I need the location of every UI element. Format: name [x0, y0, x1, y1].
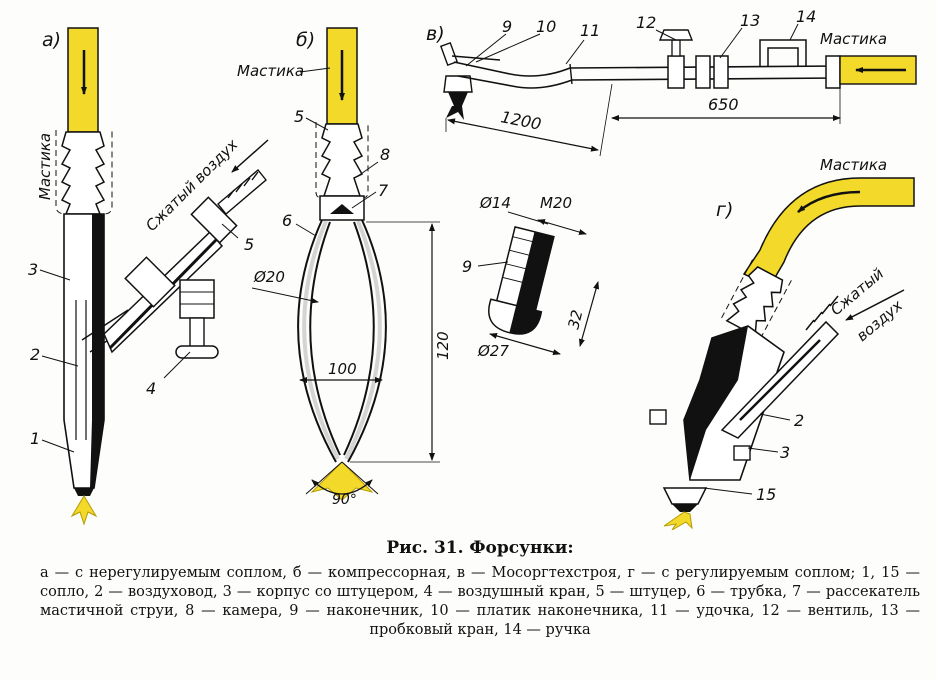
- part-6-b: 6: [282, 211, 292, 230]
- mastic-inlet-g: [742, 177, 915, 287]
- dim-d20-b: Ø20: [253, 268, 285, 286]
- part-13-v: 13: [740, 11, 760, 30]
- panel-a-label: а): [42, 29, 61, 51]
- mastic-label-b: Мастика: [237, 62, 304, 80]
- part-5-a: 5: [244, 235, 254, 254]
- dim-120-b: 120: [434, 331, 452, 360]
- part-2-a: 2: [30, 345, 40, 364]
- part-8-b: 8: [380, 145, 390, 164]
- part-1-a: 1: [30, 429, 40, 448]
- mastic-label-g: Мастика: [820, 156, 887, 174]
- mastic-label-v: Мастика: [820, 30, 887, 48]
- caption-body: а — с нерегулируемым соплом, б — компрес…: [40, 565, 920, 638]
- part-11-v: 11: [580, 21, 600, 40]
- caption-title: Рис. 31. Форсунки:: [386, 538, 574, 558]
- handle-v: [759, 39, 807, 66]
- part-7-b: 7: [378, 181, 389, 200]
- dim-m20: M20: [540, 194, 572, 212]
- panel-b-label: б): [296, 29, 315, 51]
- part-3-a: 3: [28, 260, 38, 279]
- part-9-detail: 9: [462, 257, 472, 276]
- part-2-g: 2: [794, 411, 804, 430]
- dim-32: 32: [564, 308, 586, 331]
- valve-v: [667, 55, 685, 89]
- part-14-v: 14: [796, 7, 816, 26]
- part-3-g: 3: [780, 443, 790, 462]
- part-10-v: 10: [536, 17, 556, 36]
- air-label-g-2: воздух: [853, 296, 906, 345]
- figure-caption: Рис. 31. Форсунки: а — с нерегулируемым …: [40, 538, 920, 640]
- tube-b-outer: [297, 219, 387, 463]
- spray-a: [70, 495, 98, 526]
- panel-b-injector: б) Мастика 90° 100: [237, 27, 452, 508]
- dim-d27: Ø27: [477, 342, 509, 360]
- part-15-g: 15: [756, 485, 776, 504]
- panel-a-injector: а) Мастика: [28, 27, 269, 526]
- part-5-b: 5: [294, 107, 304, 126]
- panel-g-label: г): [716, 199, 733, 221]
- ribbed-fitting-a: [60, 131, 106, 215]
- part-4-a: 4: [146, 379, 156, 398]
- panel-v-label: в): [426, 23, 445, 45]
- part-12-v: 12: [636, 13, 656, 32]
- nozzle-detail: Ø14 M20 Ø27 32 9: [462, 194, 599, 360]
- air-valve-a: [179, 279, 215, 319]
- injector-drawing: а) Мастика: [28, 7, 917, 530]
- dim-100-b: 100: [328, 360, 357, 378]
- panel-v-injector: в) Мастика: [426, 7, 917, 157]
- part-9-v: 9: [502, 17, 512, 36]
- rod-v: [453, 61, 841, 89]
- ribbed-fitting-b: [320, 123, 364, 197]
- mastic-label-a: Мастика: [36, 133, 54, 200]
- dim-d14: Ø14: [479, 194, 511, 212]
- spray-g: [663, 511, 693, 530]
- dim-650-v: 650: [708, 95, 739, 114]
- panel-g-injector: г) Мастика Сжатый: [649, 156, 915, 530]
- dim-1200-v: 1200: [499, 107, 543, 133]
- dim-angle-b: 90°: [332, 492, 357, 508]
